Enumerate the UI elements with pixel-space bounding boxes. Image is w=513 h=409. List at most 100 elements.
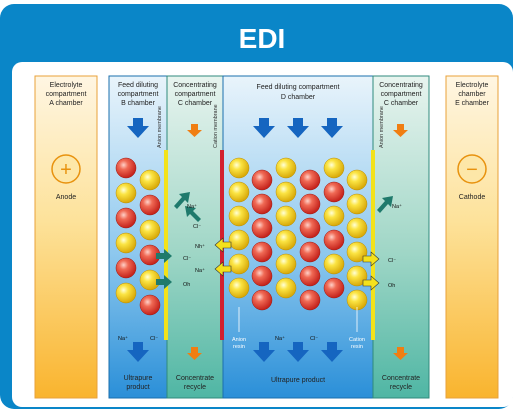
oh-arrow-right-b	[156, 275, 172, 289]
cation-resin-label-2: resin	[351, 344, 363, 350]
cation-resin-bead	[139, 194, 161, 216]
oh-arrow-right-d	[362, 275, 380, 291]
product-arrow-d1	[253, 342, 275, 362]
na-arrow-up-left	[174, 192, 190, 209]
cation-resin-bead	[299, 265, 321, 287]
anion-resin-bead	[275, 253, 297, 275]
chamber-e-label-3: E chamber	[455, 100, 490, 107]
feed-arrow-d1	[253, 118, 275, 138]
b-output-label-1: Ultrapure	[124, 375, 153, 382]
conc-arrow-c2-bottom	[393, 347, 408, 360]
cation-resin-bead	[299, 169, 321, 191]
na-arrow-up-right-c2	[377, 196, 393, 213]
anion-resin-bead	[228, 253, 250, 275]
c1-output-label-1: Concentrate	[176, 375, 214, 382]
conc-arrow-c1-top	[187, 124, 202, 137]
cation-resin-bead	[115, 257, 137, 279]
anion-resin-bead	[275, 205, 297, 227]
anion-resin-bead	[346, 265, 368, 287]
anion-resin-bead	[323, 205, 345, 227]
c2-output-label-2: recycle	[390, 384, 412, 391]
cation-resin-bead	[299, 241, 321, 263]
anode-label: Anode	[56, 194, 76, 201]
anion-resin-bead	[275, 157, 297, 179]
chamber-b-label-3: B chamber	[121, 100, 156, 107]
cation-resin-bead	[115, 207, 137, 229]
chamber-b-label-2: compartment	[118, 91, 159, 98]
anion-resin-bead	[228, 229, 250, 251]
na-arrow-left	[214, 261, 232, 277]
cation-resin-bead	[251, 217, 273, 239]
ion-label-na-d: Na⁺	[195, 267, 205, 274]
anion-membrane-label-right: Anion membrane	[379, 106, 385, 148]
product-arrow-b	[127, 342, 149, 362]
anion-resin-bead	[228, 205, 250, 227]
cation-resin-bead	[139, 294, 161, 316]
resin-beads	[115, 157, 368, 316]
cation-resin-bead	[251, 241, 273, 263]
cation-resin-bead	[323, 277, 345, 299]
cation-membrane-label: Cation membrane	[213, 104, 219, 148]
cation-resin-bead	[299, 193, 321, 215]
anion-resin-bead	[115, 232, 137, 254]
d-bottom-cl: Cl⁻	[310, 336, 318, 342]
anion-resin-bead	[323, 253, 345, 275]
cation-resin-bead	[299, 217, 321, 239]
anode-sign: +	[60, 159, 72, 181]
b-output-label-2: product	[126, 384, 149, 391]
anion-resin-bead	[228, 277, 250, 299]
page-title: EDI	[239, 23, 286, 54]
anion-resin-bead	[346, 193, 368, 215]
anion-resin-bead	[139, 219, 161, 241]
chamber-a-label-1: Electrolyte	[50, 82, 83, 89]
cation-resin-bead	[115, 157, 137, 179]
cation-resin-bead	[251, 169, 273, 191]
anion-resin-bead	[346, 241, 368, 263]
feed-arrow-d3	[321, 118, 343, 138]
d-output-label: Ultrapure product	[271, 377, 325, 384]
cl-arrow-right-d	[362, 251, 380, 267]
ion-label-cl-c1: Cl⁻	[193, 224, 201, 230]
product-arrow-d3	[321, 342, 343, 362]
b-bottom-na: Na⁺	[118, 335, 128, 342]
chamber-a-label-3: A chamber	[49, 100, 83, 107]
chamber-c2-label-1: Concentrating	[379, 82, 423, 89]
anion-resin-bead	[323, 157, 345, 179]
cation-resin-bead	[323, 181, 345, 203]
ion-label-oh-b: Oh	[183, 282, 190, 288]
cation-resin-label-1: Cation	[349, 337, 365, 343]
feed-arrow-d2	[287, 118, 309, 138]
cation-resin-bead	[323, 229, 345, 251]
ion-label-cl-c2: Cl⁻	[388, 258, 396, 264]
ion-label-nh: Nh⁺	[195, 243, 205, 250]
chamber-c1-label-3: C chamber	[178, 100, 213, 107]
ion-label-cl-b: Cl⁻	[183, 256, 191, 262]
anion-resin-bead	[228, 157, 250, 179]
chamber-c1-label-2: compartment	[175, 91, 216, 98]
anion-resin-bead	[275, 181, 297, 203]
ion-label-oh-c2: Oh	[388, 283, 395, 289]
product-arrow-d2	[287, 342, 309, 362]
anion-resin-bead	[115, 182, 137, 204]
anion-resin-bead	[139, 169, 161, 191]
nh-arrow-left	[214, 237, 232, 253]
b-bottom-cl: Cl⁻	[150, 336, 158, 342]
anion-membrane-left	[164, 150, 168, 340]
anode-symbol	[51, 154, 81, 184]
c1-output-label-2: recycle	[184, 384, 206, 391]
conc-arrow-c1-bottom	[187, 347, 202, 360]
chamber-e-label-1: Electrolyte	[456, 82, 489, 89]
cathode-symbol	[457, 154, 487, 184]
cation-resin-bead	[299, 289, 321, 311]
ion-label-na-c2: Na⁺	[392, 203, 402, 210]
chamber-e	[445, 75, 499, 399]
chamber-c1-label-1: Concentrating	[173, 82, 217, 89]
chamber-c2-label-3: C chamber	[384, 100, 419, 107]
feed-arrow-b	[127, 118, 149, 138]
anion-resin-label-2: resin	[233, 344, 245, 350]
anion-membrane-label-left: Anion membrane	[157, 106, 163, 148]
chamber-d-label-1: Feed diluting compartment	[257, 84, 340, 91]
anion-resin-bead	[115, 282, 137, 304]
anion-membrane-right	[371, 150, 375, 340]
